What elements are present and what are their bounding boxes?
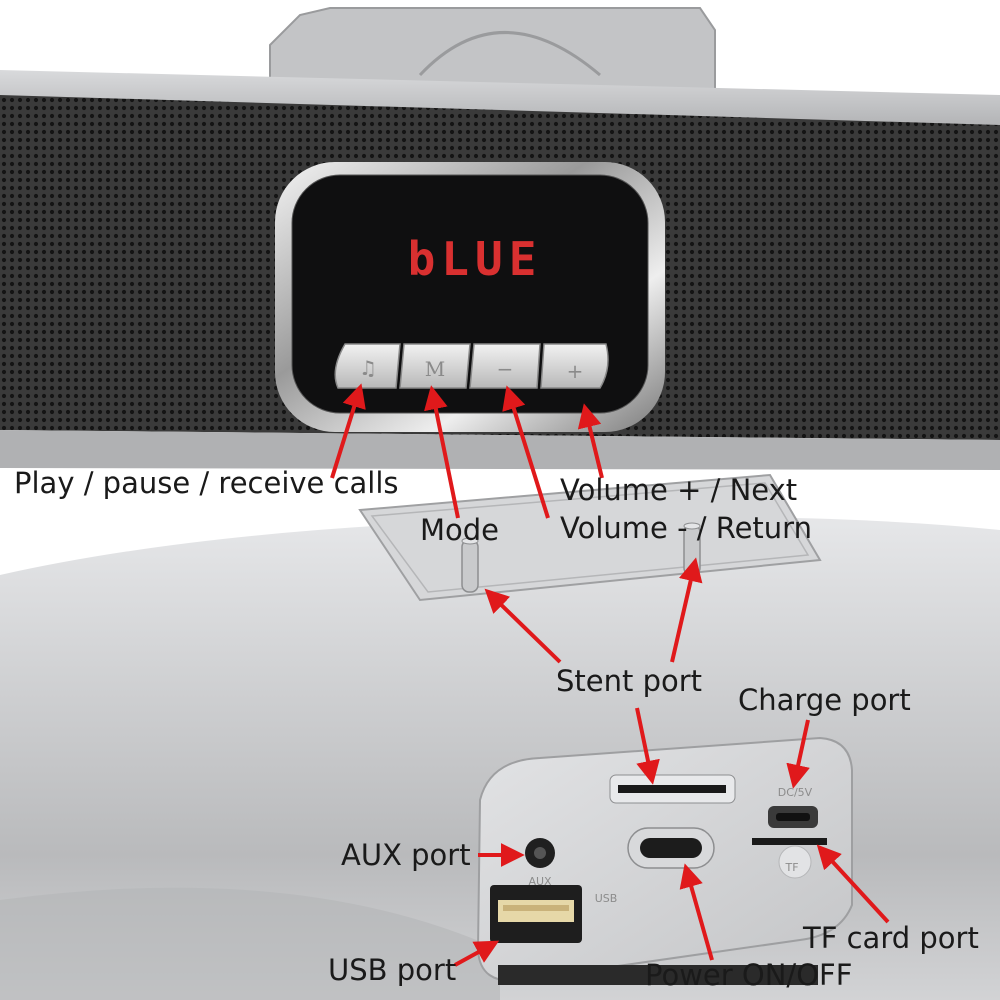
- minus-icon: −: [497, 357, 514, 381]
- volume-up-button[interactable]: +: [540, 343, 609, 389]
- plus-icon: +: [567, 359, 584, 383]
- display-bezel: [275, 162, 665, 432]
- usb-socket[interactable]: [490, 885, 582, 943]
- arrow-mode: [424, 385, 460, 519]
- arrow-stent-left: [484, 588, 562, 664]
- tf-slot[interactable]: [752, 838, 827, 845]
- arrow-charge: [786, 719, 810, 789]
- label-usb-port: USB port: [328, 953, 457, 987]
- arrow-volume-up: [577, 403, 604, 479]
- ports-panel: AUX USB DC/5V TF: [476, 736, 853, 985]
- arrow-card-slot: [635, 707, 660, 785]
- label-power: Power ON/OFF: [645, 958, 853, 992]
- arrow-stent-right: [670, 557, 703, 663]
- led-display-text: bLUE: [408, 232, 543, 286]
- power-switch[interactable]: [627, 827, 715, 869]
- label-volume-down: Volume - / Return: [560, 511, 812, 545]
- aux-marking: AUX: [528, 875, 552, 888]
- tf-marking: TF: [784, 861, 798, 874]
- aux-jack[interactable]: [525, 838, 555, 868]
- mode-button[interactable]: M: [399, 343, 471, 389]
- usb-marking: USB: [595, 892, 618, 905]
- label-play-pause: Play / pause / receive calls: [14, 466, 399, 500]
- volume-down-button[interactable]: −: [469, 343, 541, 389]
- label-aux-port: AUX port: [341, 838, 471, 872]
- arrow-usb: [454, 940, 500, 967]
- label-volume-up: Volume + / Next: [560, 473, 798, 507]
- music-note-icon: ♫: [359, 356, 377, 380]
- label-charge-port: Charge port: [738, 683, 911, 717]
- callout-arrows: [330, 383, 890, 967]
- label-mode: Mode: [420, 513, 500, 547]
- dc-marking: DC/5V: [778, 786, 813, 799]
- charge-socket[interactable]: [768, 806, 818, 828]
- arrow-play-pause: [330, 383, 366, 479]
- play-pause-button[interactable]: ♫: [334, 343, 401, 389]
- control-buttons: ♫ M − +: [334, 343, 609, 389]
- label-stent-port: Stent port: [556, 664, 703, 698]
- label-tf-card-port: TF card port: [803, 921, 979, 955]
- arrow-tf: [816, 844, 890, 924]
- arrow-volume-down: [502, 385, 550, 519]
- card-slot[interactable]: [609, 774, 736, 804]
- mode-m-icon: M: [425, 357, 445, 381]
- arrow-power: [679, 863, 714, 961]
